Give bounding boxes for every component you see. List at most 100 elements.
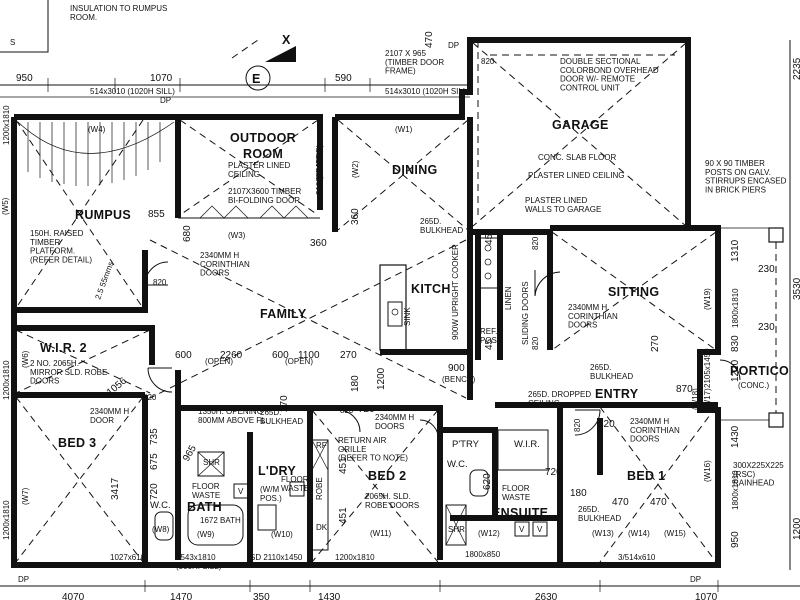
- dim-b350: 350: [253, 592, 270, 600]
- dim-820-a: 820: [481, 57, 495, 66]
- dim-680: 680: [182, 225, 193, 242]
- dim-270-b: 270: [279, 395, 290, 412]
- room-ldry: L'DRY: [258, 464, 296, 478]
- room-bed2: BED 2: [368, 469, 406, 483]
- dim-1200x1810-l2: 1200x1810: [2, 360, 11, 400]
- dim-b2630: 2630: [535, 592, 558, 600]
- dim-1070: 1070: [150, 73, 173, 84]
- room-bath: BATH: [187, 500, 222, 514]
- top-dimensions: 950 1070 590 514x3010 (1020H SILL) 514x3…: [0, 31, 470, 105]
- note-bulkhead-dining: 265D.BULKHEAD: [420, 217, 463, 235]
- dim-1200: 1200: [376, 367, 387, 390]
- dim-360-a: 360: [350, 208, 361, 225]
- rumpus-platform: [17, 121, 175, 186]
- section-marker: E X: [231, 33, 296, 91]
- dim-590: 590: [335, 73, 352, 84]
- dim-1800x850: 1800x850: [465, 550, 501, 559]
- dim-2107x2400: 2107x2400: [315, 155, 324, 195]
- ceiling-diagonals: [15, 42, 717, 563]
- room-family: FAMILY: [260, 307, 307, 321]
- note-open-1: (OPEN): [205, 357, 233, 366]
- dim-270-c: 270: [650, 335, 661, 352]
- note-conc-slab: CONC. SLAB FLOOR: [538, 153, 616, 162]
- dim-855: 855: [148, 209, 165, 220]
- dim-1800x1810-b: 1800x1810: [731, 470, 740, 510]
- dim-1027x610: 1027x610: [110, 553, 146, 562]
- dim-950-top: 950: [16, 73, 33, 84]
- window-w4: (W4): [88, 125, 106, 134]
- room-bed1: BED 1: [627, 469, 665, 483]
- dim-1430: 1430: [730, 425, 741, 448]
- window-w1: (W1): [395, 125, 413, 134]
- dim-3417: 3417: [110, 477, 121, 500]
- room-entry: ENTRY: [595, 387, 639, 401]
- note-bulkhead-hall: 265D.BULKHEAD: [260, 408, 303, 426]
- note-garage-ceiling: PLASTER LINED CEILING: [528, 171, 624, 180]
- window-w6: (W6): [21, 350, 30, 368]
- note-linen: LINEN: [504, 286, 513, 310]
- note-ens-bulkhead: 265D.BULKHEAD: [578, 505, 621, 523]
- note-sitting-bulkhead: 265D.BULKHEAD: [590, 363, 633, 381]
- dim-1310: 1310: [730, 239, 741, 262]
- dim-820-e: 820: [340, 406, 354, 415]
- note-dk: DK: [316, 523, 328, 532]
- dim-950-bot: 950: [730, 531, 741, 548]
- window-w7: (W7): [21, 487, 30, 505]
- internal-walls: [14, 117, 784, 565]
- note-v-1: V: [238, 487, 244, 496]
- dim-675: 675: [149, 453, 160, 470]
- dim-600-b: 600: [272, 350, 289, 361]
- note-rf: RF: [316, 441, 327, 450]
- bottom-dimensions: 4070 1470 350 1430 2630 1070: [0, 580, 800, 600]
- outdoor-room-edge: [178, 205, 320, 219]
- dim-720-c: 720: [358, 404, 375, 415]
- dp-label-2: DP: [448, 41, 459, 50]
- room-wc2: W.C.: [447, 459, 468, 470]
- kitchen-fixtures: [387, 237, 499, 327]
- room-wir: W.I.R.: [514, 439, 540, 450]
- dim-470-a: 470: [612, 497, 629, 508]
- dim-735: 735: [149, 428, 160, 445]
- dim-180-a: 180: [350, 375, 361, 392]
- dim-830: 830: [730, 335, 741, 352]
- section-circle: [245, 65, 271, 91]
- room-rumpus: RUMPUS: [75, 208, 131, 222]
- window-w15: (W15): [664, 529, 686, 538]
- dim-1220: 1220: [730, 359, 741, 382]
- window-w13: (W13): [592, 529, 614, 538]
- room-dining: DINING: [392, 163, 438, 177]
- dim-420: 420: [598, 419, 615, 430]
- room-bed3: BED 3: [58, 436, 96, 450]
- window-w19: (W19): [703, 288, 712, 310]
- dim-b1470: 1470: [170, 592, 193, 600]
- external-walls: [11, 37, 721, 568]
- dim-451-b: 451: [338, 507, 349, 524]
- dim-1200x1810-b: 1200x1810: [335, 553, 375, 562]
- dim-2110x1450: SD 2110x1450: [250, 553, 303, 562]
- note-sink: SINK: [403, 307, 412, 326]
- dim-b1430: 1430: [318, 592, 341, 600]
- dim-w4-size: 514x3010 (1020H SILL): [90, 87, 175, 96]
- room-labels: OUTDOOR ROOM DINING GARAGE RUMPUS FAMILY…: [40, 118, 789, 520]
- room-garage: GARAGE: [552, 118, 609, 132]
- note-bed2-robe: 2065H. SLD.ROBE DOORS: [365, 492, 419, 510]
- dim-870: 870: [676, 384, 693, 395]
- window-w16: (W16): [703, 460, 712, 482]
- section-arrow-icon: [265, 46, 296, 62]
- dim-820-d: 820: [531, 336, 540, 350]
- note-shr-ens: SHR: [448, 525, 465, 534]
- room-wir2: W.I.R. 2: [40, 341, 87, 355]
